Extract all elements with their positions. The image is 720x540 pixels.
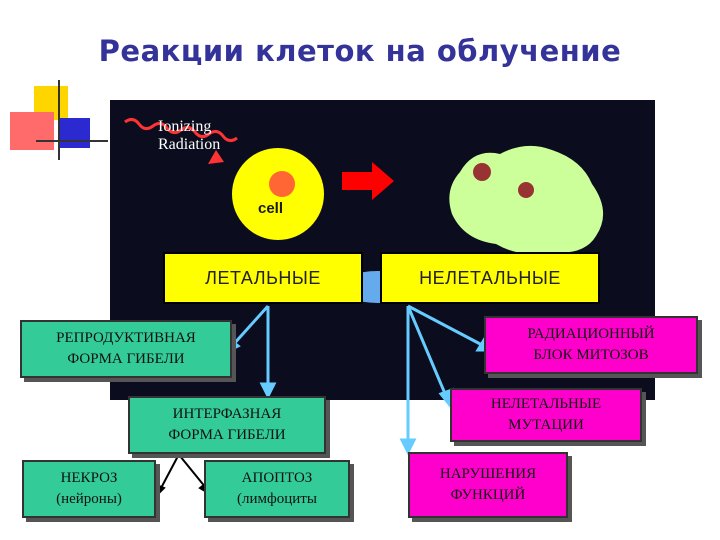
ionizing-label: Ionizing Radiation — [158, 118, 220, 154]
box-line: (нейроны) — [56, 491, 122, 507]
box-line: НЕЛЕТАЛЬНЫЕ — [490, 396, 602, 412]
box-line: НАРУШЕНИЯ — [439, 466, 537, 482]
transition-arrowhead — [372, 162, 394, 200]
decor-horizontal-line — [36, 140, 108, 142]
apoptosis-box: АПОПТОЗ (лимфоциты — [204, 460, 350, 518]
ionizing-label-line2: Radiation — [158, 136, 221, 153]
cell-label: cell — [258, 200, 284, 217]
arrowhead-interphase — [259, 382, 277, 400]
decor-red-square — [10, 112, 54, 150]
transition-arrow-body — [342, 172, 374, 190]
arrow-to-apoptosis — [179, 455, 207, 489]
box-line: РАДИАЦИОННЫЙ — [527, 326, 655, 342]
interphase-death-box: ИНТЕРФАЗНАЯ ФОРМА ГИБЕЛИ — [128, 396, 326, 454]
box-line: ФОРМА ГИБЕЛИ — [168, 427, 286, 443]
box-line: ФУНКЦИЙ — [450, 487, 526, 503]
nonlethal-mutations-box: НЕЛЕТАЛЬНЫЕ МУТАЦИИ — [450, 388, 642, 442]
cell-nucleus — [269, 171, 295, 197]
decor-vertical-line — [58, 80, 60, 160]
box-line: ИНТЕРФАЗНАЯ — [172, 406, 282, 422]
damaged-cell-shape — [449, 145, 604, 254]
damaged-nucleus — [518, 182, 534, 198]
radiation-arrowhead — [208, 150, 224, 164]
box-line: НЕКРОЗ — [60, 470, 118, 486]
function-disorders-box: НАРУШЕНИЯ ФУНКЦИЙ — [408, 452, 568, 518]
box-line: АПОПТОЗ — [241, 470, 313, 486]
arrow-to-mitosis — [407, 304, 485, 348]
arrow-to-mutations — [406, 305, 448, 397]
box-line: РЕПРОДУКТИВНАЯ — [56, 330, 196, 346]
necrosis-box: НЕКРОЗ (нейроны) — [22, 460, 156, 518]
page-title: Реакции клеток на облучение — [98, 34, 622, 68]
box-line: МУТАЦИИ — [508, 417, 584, 433]
ionizing-label-line1: Ionizing — [158, 118, 212, 135]
nonlethal-box: НЕЛЕТАЛЬНЫЕ — [380, 252, 600, 304]
box-line: БЛОК МИТОЗОВ — [533, 347, 649, 363]
arrowhead-functions — [399, 438, 417, 456]
reproductive-death-box: РЕПРОДУКТИВНАЯ ФОРМА ГИБЕЛИ — [20, 320, 232, 378]
damaged-nucleus — [473, 163, 491, 181]
radiation-arrow — [124, 117, 238, 143]
box-line: ФОРМА ГИБЕЛИ — [67, 351, 185, 367]
mitosis-block-box: РАДИАЦИОННЫЙ БЛОК МИТОЗОВ — [484, 316, 698, 374]
lethal-box: ЛЕТАЛЬНЫЕ — [163, 252, 363, 304]
box-line: (лимфоциты — [237, 491, 317, 507]
decor-blue-square — [60, 118, 90, 148]
arrow-to-necrosis — [159, 455, 179, 491]
arrow-to-reproductive — [230, 304, 270, 348]
